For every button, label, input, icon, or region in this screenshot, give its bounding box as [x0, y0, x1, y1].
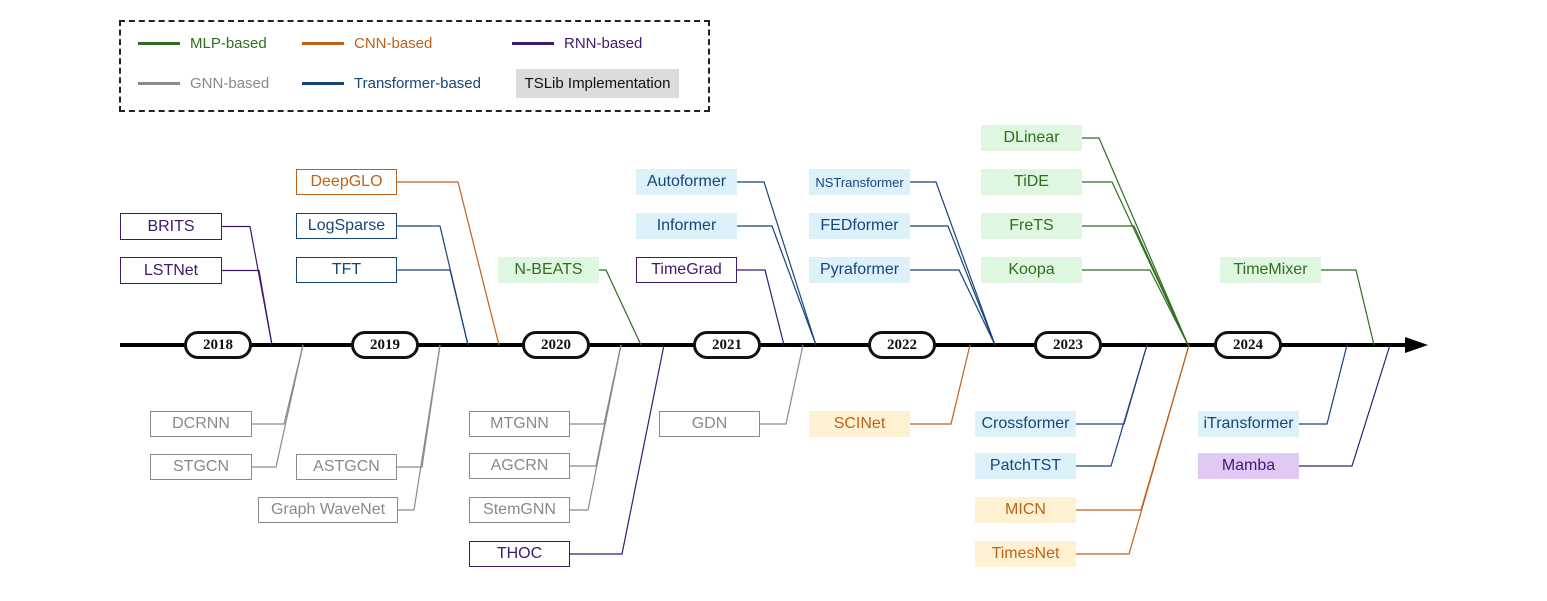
model-dcrnn: DCRNN: [150, 411, 252, 437]
model-scinet: SCINet: [809, 411, 910, 437]
connector-nstransformer: [910, 181, 996, 346]
legend-label: RNN-based: [564, 34, 643, 52]
model-stgcn: STGCN: [150, 454, 252, 480]
legend-item-transformer-based: Transformer-based: [302, 72, 481, 94]
year-2024: 2024: [1214, 331, 1282, 359]
model-crossformer: Crossformer: [975, 411, 1076, 437]
model-nstransformer: NSTransformer: [809, 169, 910, 195]
year-2018: 2018: [184, 331, 252, 359]
model-micn: MICN: [975, 497, 1076, 523]
model-logsparse: LogSparse: [296, 213, 397, 239]
legend-item-mlp-based: MLP-based: [138, 32, 267, 54]
model-thoc: THOC: [469, 541, 570, 567]
year-2019: 2019: [351, 331, 419, 359]
model-tide: TiDE: [981, 169, 1082, 195]
year-2022: 2022: [868, 331, 936, 359]
model-patchtst: PatchTST: [975, 453, 1076, 479]
model-brits: BRITS: [120, 213, 222, 240]
model-timegrad: TimeGrad: [636, 257, 737, 283]
model-lstnet: LSTNet: [120, 257, 222, 284]
model-mamba: Mamba: [1198, 453, 1299, 479]
model-stemgnn: StemGNN: [469, 497, 570, 523]
connector-logsparse: [397, 225, 469, 346]
legend-swatch: [302, 81, 344, 85]
legend-swatch: [138, 41, 180, 45]
connector-agcrn: [570, 344, 622, 467]
model-koopa: Koopa: [981, 257, 1082, 283]
timeline-arrowhead: [1405, 337, 1428, 353]
connector-brits: [222, 225, 273, 346]
connector-deepglo: [397, 181, 500, 346]
model-gdn: GDN: [659, 411, 760, 437]
connector-lstnet: [222, 269, 273, 346]
connector-tft: [397, 269, 469, 346]
connector-pyraformer: [910, 269, 996, 346]
connector-mamba: [1299, 344, 1391, 467]
connector-micn: [1076, 344, 1190, 511]
model-fedformer: FEDformer: [809, 213, 910, 239]
connector-frets: [1082, 225, 1189, 346]
connector-stgcn: [252, 344, 304, 468]
legend-label: CNN-based: [354, 34, 433, 52]
year-2021: 2021: [693, 331, 761, 359]
connector-timemixer: [1321, 269, 1375, 346]
legend-item-cnn-based: CNN-based: [302, 32, 432, 54]
legend-swatch: [138, 81, 180, 85]
legend-swatch: [302, 41, 344, 45]
year-2020: 2020: [522, 331, 590, 359]
connector-dcrnn: [252, 344, 304, 425]
connector-stemgnn: [570, 344, 622, 511]
model-timemixer: TimeMixer: [1220, 257, 1321, 283]
model-pyraformer: Pyraformer: [809, 257, 910, 283]
model-astgcn: ASTGCN: [296, 454, 397, 480]
year-2023: 2023: [1034, 331, 1102, 359]
model-itransformer: iTransformer: [1198, 411, 1299, 437]
legend-label: GNN-based: [190, 74, 270, 92]
model-deepglo: DeepGLO: [296, 169, 397, 195]
model-frets: FreTS: [981, 213, 1082, 239]
legend-item-rnn-based: RNN-based: [512, 32, 642, 54]
connector-timegrad: [737, 269, 785, 346]
legend-swatch: [512, 41, 554, 45]
legend-tslib-implementation: TSLib Implementation: [516, 69, 679, 98]
connector-scinet: [910, 344, 971, 425]
legend-label: Transformer-based: [354, 74, 481, 92]
model-tft: TFT: [296, 257, 397, 283]
legend-item-gnn-based: GNN-based: [138, 72, 269, 94]
connector-astgcn: [397, 344, 441, 468]
connector-dlinear: [1082, 137, 1189, 346]
legend-label: MLP-based: [190, 34, 267, 52]
model-informer: Informer: [636, 213, 737, 239]
model-dlinear: DLinear: [981, 125, 1082, 151]
connector-graph-wavenet: [398, 344, 441, 511]
connector-thoc: [570, 344, 665, 555]
model-agcrn: AGCRN: [469, 453, 570, 479]
connector-informer: [737, 225, 817, 346]
connector-tide: [1082, 181, 1189, 346]
connector-koopa: [1082, 269, 1189, 346]
connector-fedformer: [910, 225, 996, 346]
connector-timesnet: [1076, 344, 1190, 555]
legend: [119, 20, 710, 112]
model-mtgnn: MTGNN: [469, 411, 570, 437]
model-graph-wavenet: Graph WaveNet: [258, 497, 398, 523]
connector-gdn: [760, 344, 804, 425]
model-n-beats: N-BEATS: [498, 257, 599, 283]
connector-itransformer: [1299, 344, 1348, 425]
connector-patchtst: [1076, 344, 1148, 467]
connector-autoformer: [737, 181, 817, 346]
model-autoformer: Autoformer: [636, 169, 737, 195]
model-timesnet: TimesNet: [975, 541, 1076, 567]
connector-n-beats: [599, 269, 642, 346]
